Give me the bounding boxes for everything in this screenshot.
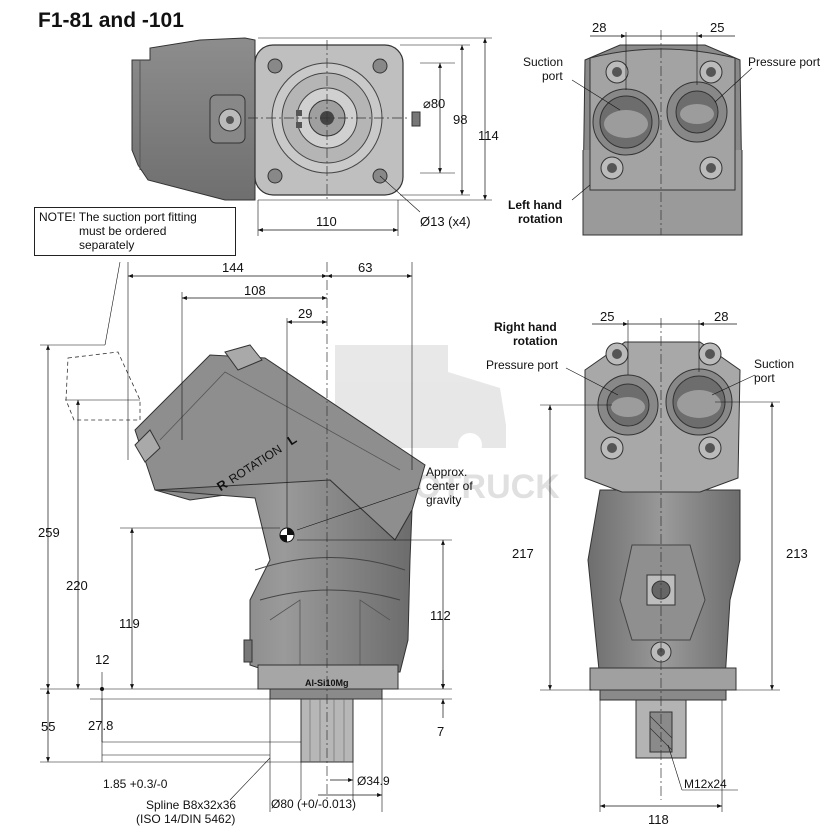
dim-108: 108 [244,283,266,298]
dim-63: 63 [358,260,372,275]
dim-118: 118 [648,812,669,827]
dim-29: 29 [298,306,312,321]
dim-213: 213 [786,546,808,561]
suction-port-b-line1: Suction [754,357,794,371]
dim-dia80-shaft: Ø80 (+0/-0.013) [271,797,356,811]
dim-114: 114 [478,128,499,143]
end-view-right-rotation [540,318,780,812]
pressure-port-label-top: Pressure port [748,55,821,69]
top-flange-view [131,37,492,236]
dim-dia34-9: Ø34.9 [357,774,390,788]
dim-12: 12 [95,652,109,667]
suction-port-label-bottom: Suction port [754,357,797,385]
note-line-1: The suction port fitting [78,210,197,224]
right-hand-rotation-label: Right hand rotation [494,320,560,348]
dim-thread: M12x24 [684,777,727,791]
dim-112: 112 [430,608,451,623]
dim-217: 217 [512,546,534,561]
right-hand-line1: Right hand [494,320,557,334]
spline-line2: (ISO 14/DIN 5462) [136,812,235,826]
dim-220: 220 [66,578,88,593]
left-hand-line2: rotation [518,212,563,226]
note-line-3: separately [79,238,135,252]
dim-98: 98 [453,112,467,127]
page-title: F1-81 and -101 [38,9,184,32]
dim-110: 110 [316,214,337,229]
dim-259: 259 [38,525,60,540]
material-marking: Al-Si10Mg [305,678,349,688]
note-prefix: NOTE! [39,210,76,224]
center-of-gravity-label: Approx. center of gravity [426,465,476,507]
suction-port-b-line2: port [754,371,775,385]
left-hand-line1: Left hand [508,198,562,212]
dim-dia80: ⌀80 [423,96,445,111]
dim-end-top-25: 25 [710,20,724,35]
cog-line1: Approx. [426,465,467,479]
dim-end-bot-28: 28 [714,309,728,324]
cog-line3: gravity [426,493,461,507]
cog-line2: center of [426,479,473,493]
suction-fitting-note: NOTE! The suction port fitting must be o… [34,207,236,256]
dim-119: 119 [119,616,140,631]
right-hand-line2: rotation [513,334,558,348]
spline-line1: Spline B8x32x36 [146,798,236,812]
dim-end-bot-25: 25 [600,309,614,324]
pressure-port-label-bottom: Pressure port [486,358,559,372]
side-view [40,261,452,812]
suction-port-line1: Suction [523,55,563,69]
dim-end-top-28: 28 [592,20,606,35]
suction-port-label-top: Suction port [523,55,566,83]
left-hand-rotation-label: Left hand rotation [508,198,565,226]
dim-55: 55 [41,719,55,734]
dim-tolerance: 1.85 +0.3/-0 [103,777,168,791]
dim-holes: Ø13 (x4) [420,214,471,229]
spline-label: Spline B8x32x36 (ISO 14/DIN 5462) [136,798,239,826]
dim-7: 7 [437,724,444,739]
end-view-left-rotation [571,30,753,236]
suction-port-line2: port [542,69,563,83]
note-line-2: must be ordered [79,224,167,238]
dim-144: 144 [222,260,244,275]
dim-27-8: 27.8 [88,718,113,733]
